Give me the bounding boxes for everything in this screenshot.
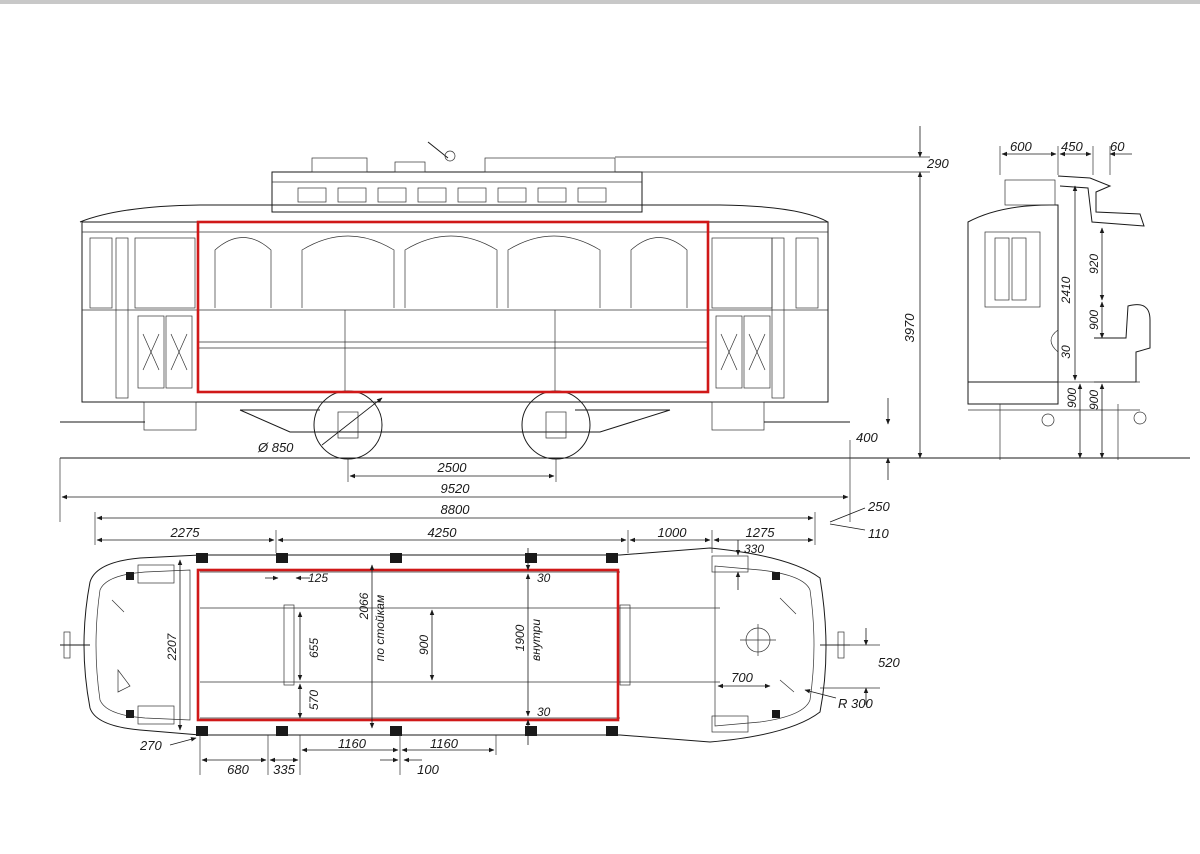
dim-gap-bottom: 30 [537, 705, 551, 719]
saloon-highlight-plan [196, 568, 620, 722]
dim-end-900-seat: 900 [1087, 310, 1101, 330]
plan-dimensions: 2275 4250 1000 1275 250 110 330 2207 125… [96, 499, 900, 777]
roof-lantern [271, 171, 643, 213]
dim-end-2410: 2410 [1059, 276, 1073, 304]
dim-end-600: 600 [1010, 139, 1032, 154]
dim-step-height: 400 [856, 430, 878, 445]
saloon-highlight-side [196, 220, 710, 394]
dim-110: 110 [868, 526, 889, 541]
plan-outline [83, 547, 827, 743]
end-view-dimensions: 600 450 60 2410 920 900 30 900 900 [999, 139, 1132, 459]
plan-posts [126, 553, 780, 736]
dim-platform-1000: 1000 [658, 525, 688, 540]
dim-250: 250 [867, 499, 890, 514]
roof-vent [311, 157, 368, 173]
dim-aisle-900: 900 [417, 635, 431, 655]
dim-inner-note: внутри [529, 619, 543, 661]
dim-680: 680 [227, 762, 249, 777]
dim-wheel-diameter: Ø 850 [257, 440, 294, 455]
dim-saloon-4250: 4250 [428, 525, 458, 540]
dim-window-1160a: 1160 [338, 736, 367, 751]
roof-line [79, 204, 829, 223]
dim-270: 270 [139, 738, 162, 753]
dim-2066: 2066 [357, 592, 371, 620]
dim-end-30: 30 [1059, 345, 1073, 359]
dim-335: 335 [273, 762, 295, 777]
dim-inner-1900: 1900 [513, 624, 527, 651]
wheel-right [521, 390, 591, 460]
plan-view [60, 547, 850, 743]
dim-platform-2275: 2275 [170, 525, 201, 540]
dim-end-920: 920 [1087, 254, 1101, 274]
roof-resistor-box [484, 157, 616, 173]
end-view [967, 175, 1151, 460]
dim-radius: R 300 [838, 696, 873, 711]
dim-seat-655: 655 [307, 638, 321, 658]
dim-length-bumpers: 9520 [441, 481, 471, 496]
dim-wheelbase: 2500 [437, 460, 468, 475]
dim-end-60: 60 [1110, 139, 1125, 154]
dim-window-1160b: 1160 [430, 736, 459, 751]
end-roof-profile [1057, 175, 1145, 227]
platform-left [89, 237, 196, 399]
dim-end-1275: 1275 [746, 525, 776, 540]
dim-body-length: 8800 [441, 502, 471, 517]
trolley-pole [427, 141, 449, 159]
dim-end-900-floor-2: 900 [1087, 390, 1101, 410]
saloon-windows [214, 235, 688, 308]
dim-700: 700 [731, 670, 753, 685]
end-body [967, 204, 1059, 383]
dim-post-125: 125 [308, 571, 328, 585]
lantern-windows [297, 187, 607, 203]
dim-520: 520 [878, 655, 900, 670]
side-view-dimensions: 290 3970 400 Ø 850 2500 9520 8800 [59, 126, 949, 545]
dim-end-450: 450 [1061, 139, 1083, 154]
underframe [239, 409, 671, 433]
dim-2066-note: по стойкам [373, 595, 387, 661]
seat-profile [1094, 304, 1151, 383]
dim-100: 100 [417, 762, 439, 777]
dim-seat-570: 570 [307, 690, 321, 710]
dim-end-900-floor: 900 [1065, 388, 1079, 408]
side-view [60, 141, 1190, 460]
dim-gap-top: 30 [537, 571, 551, 585]
dim-width-2207: 2207 [165, 632, 179, 661]
dim-330: 330 [744, 542, 764, 556]
platform-right [711, 237, 819, 399]
dim-total-height: 3970 [902, 313, 917, 343]
dim-roof-height: 290 [926, 156, 949, 171]
